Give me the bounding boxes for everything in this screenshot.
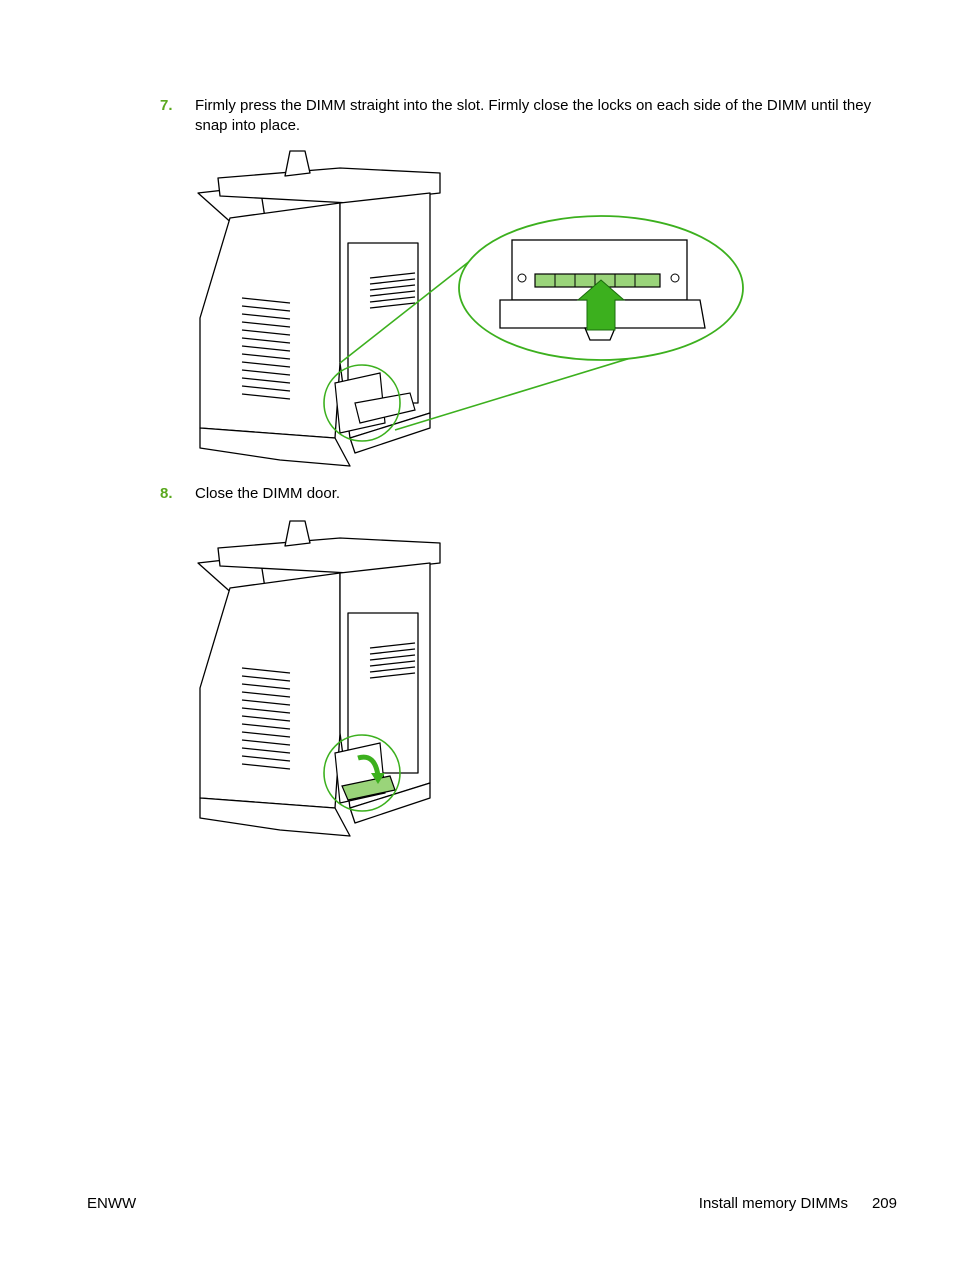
- step-number: 8.: [160, 485, 173, 502]
- printer-dimm-insert-illustration: [197, 150, 744, 467]
- footer-section-title: Install memory DIMMs: [698, 1195, 848, 1212]
- step-number: 7.: [160, 97, 173, 114]
- footer-right: Install memory DIMMs 209: [699, 1194, 897, 1214]
- printer-dimm-door-close-illustration: [197, 520, 441, 837]
- page-number: 209: [871, 1195, 897, 1212]
- footer-left: ENWW: [87, 1195, 137, 1212]
- step-text: Firmly press the DIMM straight into the …: [195, 97, 872, 134]
- step-text: Close the DIMM door.: [195, 485, 341, 502]
